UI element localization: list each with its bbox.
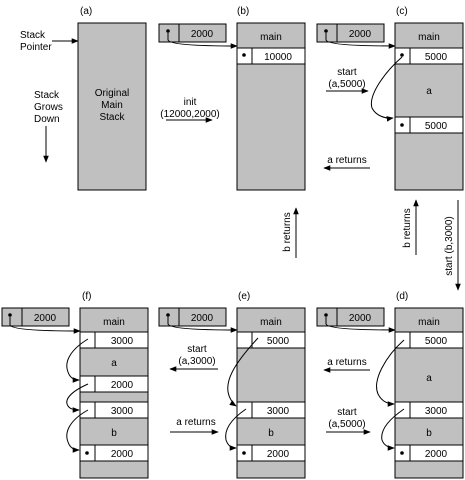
stack-f-cell1-value: 3000 — [111, 336, 134, 347]
pointer-f-arrow — [9, 317, 81, 334]
transition-start-a-5000-bc: start (a,5000) — [326, 67, 369, 94]
stack-b-cell1 — [236, 47, 306, 65]
pointer-b-arrow — [167, 33, 238, 49]
stack-d-cell2-value: 3000 — [425, 406, 448, 417]
panel-b: (b) 2000 main 10000 — [158, 6, 306, 191]
stack-grows-label-1: Stack — [34, 90, 60, 101]
init-label-1: init — [184, 97, 197, 108]
panel-d: (d) 2000 main 5000 a 3000 b 2000 — [316, 291, 464, 479]
stack-d-region-a: a — [426, 373, 432, 384]
original-main-stack — [77, 22, 147, 191]
panel-f-letter: (f) — [82, 291, 91, 302]
start-a-5000-ed-label-2: (a,5000) — [328, 419, 365, 430]
stack-e-region-b: b — [268, 428, 274, 439]
start-a-5000-bc-label-1: start — [337, 67, 357, 78]
start-a-3000-ef-label-1: start — [187, 344, 207, 355]
pointer-c-value: 2000 — [349, 29, 372, 40]
stack-c-cell1 — [394, 47, 464, 65]
pointer-d-value: 2000 — [349, 313, 372, 324]
panel-c-letter: (c) — [396, 6, 408, 17]
transition-start-b-3000: start (b,3000) — [444, 200, 461, 291]
transition-a-returns-de: a returns — [323, 357, 370, 373]
stack-f-region-a: a — [111, 358, 117, 369]
pointer-c-slot — [316, 23, 338, 43]
stack-grows-label-3: Down — [34, 114, 60, 125]
a-returns-cb-label: a returns — [327, 155, 366, 166]
stack-c-cell2 — [394, 116, 464, 134]
stack-d-cell3-value: 2000 — [425, 449, 448, 460]
transition-a-returns-cb: a returns — [323, 155, 370, 171]
start-b-3000-label: start (b,3000) — [444, 216, 455, 275]
stack-f-link-arrow-1 — [66, 338, 89, 383]
pointer-b-slot — [158, 23, 180, 43]
transition-start-a-5000-ed: start (a,5000) — [326, 407, 371, 435]
b-returns-bd-label: b returns — [282, 212, 293, 251]
stack-c-main: main — [418, 32, 440, 43]
transition-b-returns-cd: b returns — [402, 199, 419, 255]
stack-f-link-arrow-3 — [66, 409, 89, 453]
stack-e-link-arrow-1 — [227, 337, 259, 407]
stack-d-region-b: b — [426, 428, 432, 439]
stack-grows-label-2: Grows — [34, 102, 63, 113]
stack-f-main: main — [103, 317, 125, 328]
stack-pointer-label-2: Pointer — [20, 42, 52, 53]
stack-d-main: main — [418, 317, 440, 328]
stack-d-link-arrow-1 — [376, 339, 405, 407]
pointer-f-value: 2000 — [34, 313, 57, 324]
stack-c-cell1-value: 5000 — [425, 52, 448, 63]
stack-d-link-arrow-2 — [381, 408, 405, 451]
legend: Stack Pointer Stack Grows Down — [20, 30, 79, 163]
panel-f: (f) 2000 main 3000 a 2000 3000 b 2000 — [1, 291, 149, 479]
start-a-5000-ed-label-1: start — [337, 407, 357, 418]
stack-d-cell1-value: 5000 — [425, 336, 448, 347]
panel-e-letter: (e) — [238, 291, 250, 302]
transition-init: init (12000,2000) — [160, 97, 220, 123]
pointer-b-value-box — [178, 23, 227, 43]
stack-f-cell4-value: 2000 — [111, 449, 134, 460]
a-returns-de-label: a returns — [327, 357, 366, 368]
stack-c-region-a: a — [426, 86, 432, 97]
init-label-2: (12000,2000) — [160, 109, 220, 120]
panel-c: (c) 2000 main 5000 a 5000 — [316, 6, 464, 191]
stack-pointer-label-1: Stack — [20, 30, 46, 41]
panel-a: (a) Original Main Stack — [77, 6, 147, 191]
panel-a-letter: (a) — [80, 6, 92, 17]
stack-c-link-arrow — [370, 56, 403, 122]
stack-f-cell3-value: 3000 — [111, 406, 134, 417]
pointer-e-value: 2000 — [191, 313, 214, 324]
original-stack-line-1: Original — [95, 88, 129, 99]
stack-e-cell2-value: 3000 — [267, 406, 290, 417]
b-returns-cd-label: b returns — [402, 208, 413, 247]
stack-f-region-b: b — [111, 428, 117, 439]
original-stack-line-2: Main — [101, 100, 123, 111]
panel-d-letter: (d) — [396, 291, 408, 302]
transition-start-a-3000-ef: start (a,3000) — [169, 344, 218, 372]
pointer-d-arrow — [325, 317, 396, 333]
pointer-c-arrow — [325, 33, 396, 49]
transition-a-returns-fe: a returns — [170, 417, 219, 435]
start-a-3000-ef-label-2: (a,3000) — [178, 356, 215, 367]
stack-e-main: main — [260, 317, 282, 328]
stack-b-main: main — [260, 32, 282, 43]
pointer-c-value-box — [336, 23, 385, 43]
stack-b-cell1-value: 10000 — [264, 52, 292, 63]
stack-e-cell1-value: 5000 — [267, 336, 290, 347]
stack-e-link-arrow-2 — [225, 408, 247, 451]
stack-c-cell2-value: 5000 — [425, 121, 448, 132]
start-a-5000-bc-label-2: (a,5000) — [328, 79, 365, 90]
panel-e: (e) 2000 main 5000 3000 b 2000 — [158, 291, 306, 479]
pointer-e-arrow — [167, 317, 238, 333]
stack-e-cell3-value: 2000 — [267, 449, 290, 460]
original-stack-line-3: Stack — [99, 112, 125, 123]
stack-f-cell2-value: 2000 — [111, 380, 134, 391]
a-returns-fe-label: a returns — [176, 417, 215, 428]
pointer-b-value: 2000 — [191, 29, 214, 40]
stack-f-link-arrow-2 — [66, 383, 89, 413]
panel-b-letter: (b) — [237, 6, 249, 17]
transition-b-returns-bd: b returns — [282, 207, 299, 258]
pointer-b-dot — [166, 29, 170, 33]
